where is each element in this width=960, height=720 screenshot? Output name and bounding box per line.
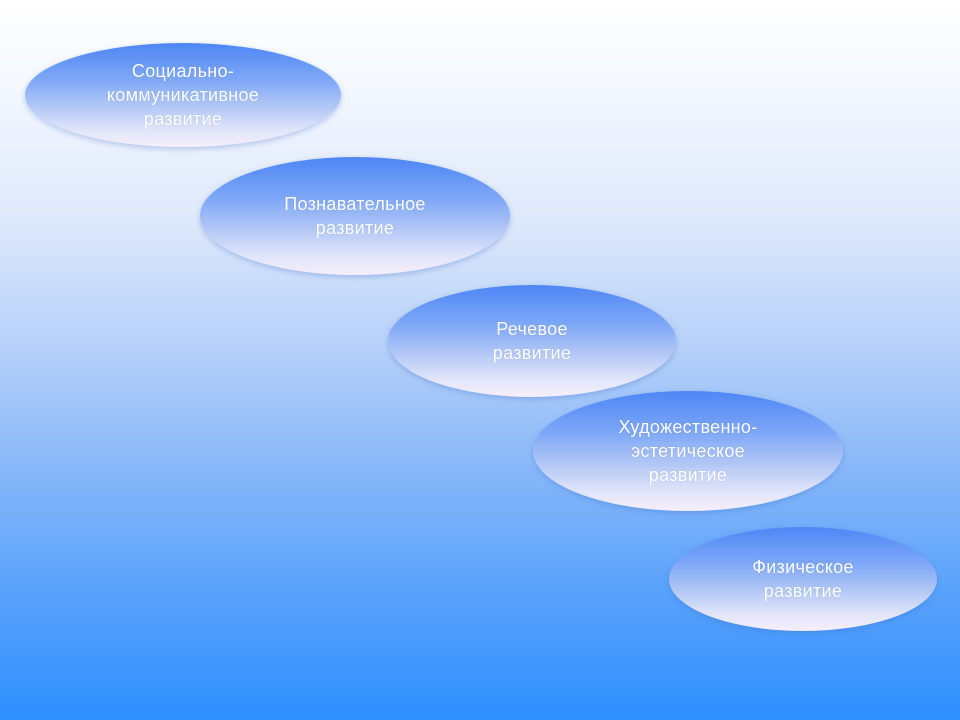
ellipse-cognitive: Познавательное развитие	[200, 157, 510, 275]
ellipse-physical: Физическое развитие	[669, 527, 937, 631]
ellipse-label: Социально- коммуникативное развитие	[106, 61, 260, 129]
ellipse-social-communicative: Социально- коммуникативное развитие	[25, 43, 341, 147]
ellipse-label: Физическое развитие	[752, 557, 854, 601]
ellipse-speech: Речевое развитие	[388, 285, 676, 397]
ellipse-label: Речевое развитие	[492, 319, 572, 363]
ellipse-label: Художественно- эстетическое развитие	[618, 417, 758, 485]
ellipse-artistic-aesthetic: Художественно- эстетическое развитие	[533, 391, 843, 511]
ellipse-label: Познавательное развитие	[284, 194, 426, 238]
